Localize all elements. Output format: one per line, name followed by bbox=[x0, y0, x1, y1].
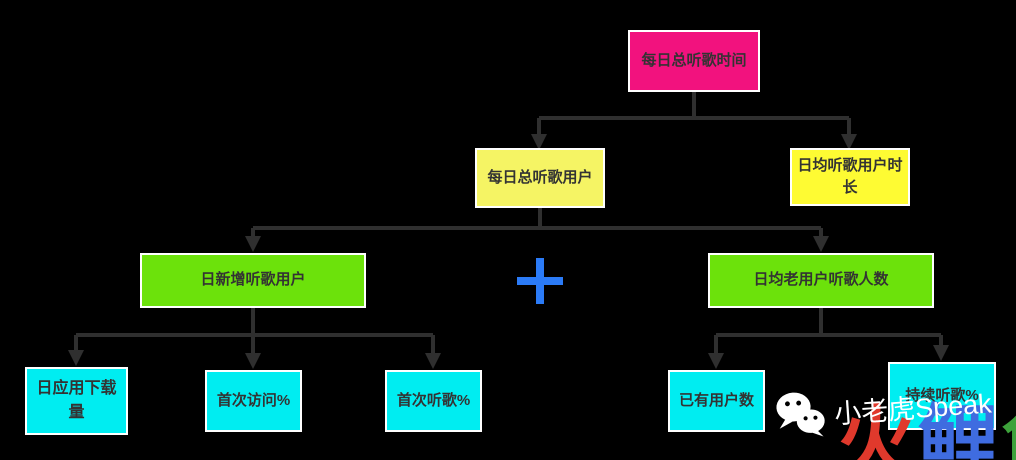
node-label: 日应用下载量 bbox=[36, 380, 117, 421]
connector-root-to-level2 bbox=[537, 92, 851, 134]
brand-logo-char: 鱼 bbox=[1000, 398, 1016, 460]
node-label: 日均听歌用户时长 bbox=[797, 156, 903, 197]
plus-operator-label: + bbox=[517, 258, 518, 259]
plus-vertical-bar bbox=[536, 258, 544, 304]
node-daily-listen-users: 每日总听歌用户 bbox=[475, 148, 605, 208]
arrowhead-icons bbox=[68, 134, 949, 369]
brand-logo-char: 鲤 bbox=[918, 398, 1000, 460]
node-avg-listen-duration: 日均听歌用户时长 bbox=[790, 148, 910, 206]
node-avg-old-user-listeners: 日均老用户听歌人数 bbox=[708, 253, 934, 308]
node-new-listen-users: 日新增听歌用户 bbox=[140, 253, 366, 308]
wechat-icon bbox=[776, 392, 825, 437]
node-label: 日均老用户听歌人数 bbox=[753, 271, 889, 289]
brand-logo-char: 火 bbox=[836, 398, 918, 460]
watermark: 小老虎Speak bbox=[772, 374, 993, 441]
plus-icon: + bbox=[517, 258, 563, 304]
node-label: 已有用户数 bbox=[678, 391, 754, 409]
node-first-listen-pct: 首次听歌% bbox=[385, 370, 482, 432]
node-daily-total-listen-time: 每日总听歌时间 bbox=[628, 30, 760, 92]
node-label: 每日总听歌用户 bbox=[487, 168, 593, 186]
node-label: 首次访问% bbox=[216, 391, 291, 409]
node-continued-listen-pct: 持续听歌% bbox=[888, 362, 996, 430]
node-label: 日新增听歌用户 bbox=[200, 271, 306, 289]
brand-logo: 火鲤鱼 bbox=[836, 403, 1016, 460]
connector-newusers-to-leaves bbox=[74, 308, 435, 353]
node-existing-users: 已有用户数 bbox=[668, 370, 765, 432]
node-label: 首次听歌% bbox=[396, 391, 471, 409]
node-label: 持续听歌% bbox=[905, 386, 979, 404]
node-label: 每日总听歌时间 bbox=[641, 51, 747, 69]
wechat-account-name: 小老虎Speak bbox=[833, 387, 993, 429]
connector-oldusers-to-leaves bbox=[714, 308, 943, 353]
node-app-downloads: 日应用下载量 bbox=[25, 367, 128, 435]
node-first-visit-pct: 首次访问% bbox=[205, 370, 302, 432]
connector-users-to-level3 bbox=[251, 208, 823, 236]
